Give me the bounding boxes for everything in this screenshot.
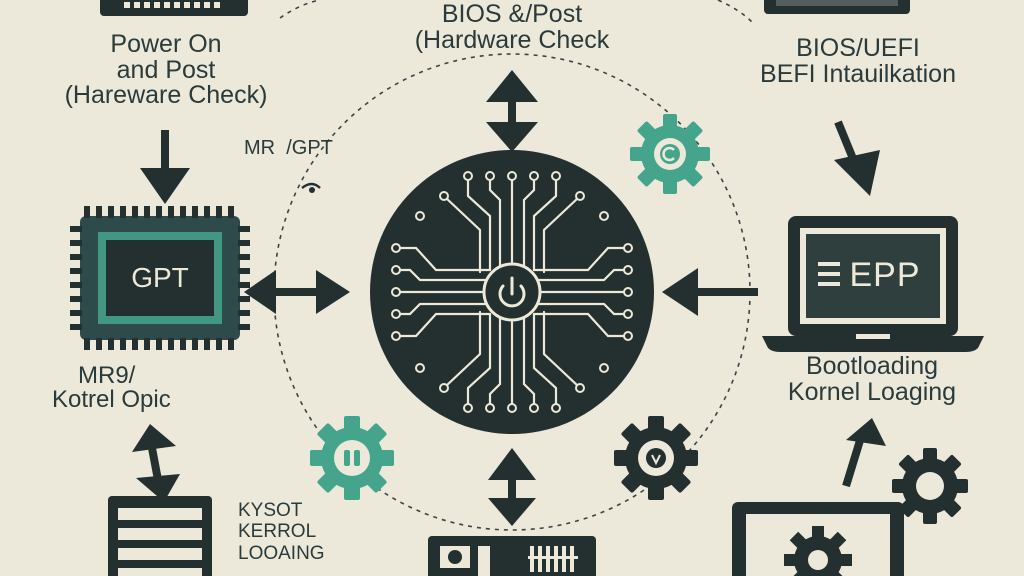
top-right-fragment <box>764 0 910 14</box>
label-bios-post: BIOS &/Post (Hardware Check <box>370 0 654 54</box>
arrow-top-left-down <box>140 130 190 204</box>
label-line: and Post <box>116 55 216 84</box>
arrow-right-left <box>662 268 758 316</box>
circuit-nodes <box>391 171 633 413</box>
gear-icon <box>310 416 394 500</box>
label-line: (Hardware Check <box>414 25 610 54</box>
label-line: BEFI Intauilkation <box>760 59 956 88</box>
gear-icon <box>892 448 968 524</box>
label-bios-uefi: BIOS/UEFI BEFI Intauilkation <box>708 34 1008 88</box>
top-left-fragment-dots <box>124 2 220 8</box>
label-line: KYSOT <box>238 500 303 521</box>
motherboard-icon <box>428 536 596 576</box>
gear-icon <box>630 114 710 194</box>
power-icon <box>498 276 526 308</box>
label-line: BIOS/UEFI <box>796 34 920 62</box>
server-rack-icon <box>108 496 212 576</box>
arrow-left-lower-updown <box>132 424 180 502</box>
circuit-traces <box>396 176 628 408</box>
arrow-top-right-down <box>834 120 880 196</box>
label-power-on-post: Power On and Post (Hareware Check) <box>48 30 284 109</box>
label-line: Kotrel Opic <box>52 386 171 414</box>
arrow-left-bidirectional <box>244 270 350 314</box>
label-chip-gpt: GPT <box>131 262 189 293</box>
small-eye-icon <box>301 182 321 193</box>
label-line: BIOS &/Post <box>441 0 583 28</box>
chip-icon <box>70 206 250 350</box>
arrow-right-lower-up <box>842 418 886 488</box>
gear-icon <box>614 416 698 500</box>
label-mbr-gpt: MR /GPT <box>244 137 333 159</box>
arrow-top-center-updown <box>486 70 538 152</box>
monitor-icon <box>732 502 904 576</box>
label-line: (Hareware Check) <box>64 81 268 109</box>
label-line: LOOAING <box>238 542 325 564</box>
label-bootloading: Bootloading Kornel Loaging <box>738 352 1006 406</box>
label-mbr-kernel: MR9/ Kotrel Opic <box>52 362 171 414</box>
laptop-icon <box>762 216 984 352</box>
label-line: Kornel Loaging <box>787 377 957 406</box>
label-laptop-screen: EPP <box>849 256 921 294</box>
arrow-bottom-center-updown <box>488 448 536 526</box>
label-line: MR9/ <box>78 362 136 389</box>
label-kernel-loading: KYSOT KERROL LOOAING <box>238 500 325 564</box>
label-line: Bootloading <box>805 352 939 380</box>
label-line: Power On <box>110 30 222 58</box>
label-line: KERROL <box>238 521 317 543</box>
